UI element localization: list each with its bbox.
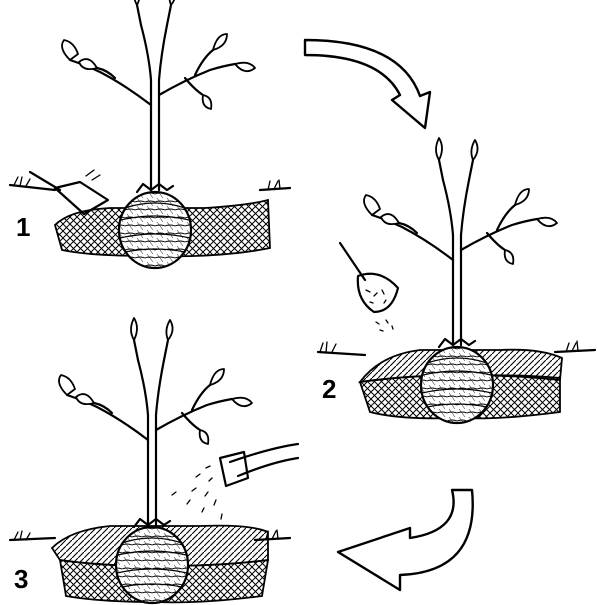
watering-hose-icon: [172, 444, 298, 519]
step-2-panel: 2: [318, 138, 595, 423]
step-number-3: 3: [14, 564, 28, 594]
trowel-icon: [30, 170, 108, 214]
step-number-2: 2: [322, 374, 336, 404]
step-number-1: 1: [16, 212, 30, 242]
step-1-panel: 1: [10, 0, 290, 268]
step-3-panel: 3: [10, 318, 298, 603]
curved-arrow-right-down-icon: [305, 40, 430, 128]
shovel-with-soil-icon: [340, 243, 398, 331]
curved-arrow-left-icon: [338, 490, 473, 590]
